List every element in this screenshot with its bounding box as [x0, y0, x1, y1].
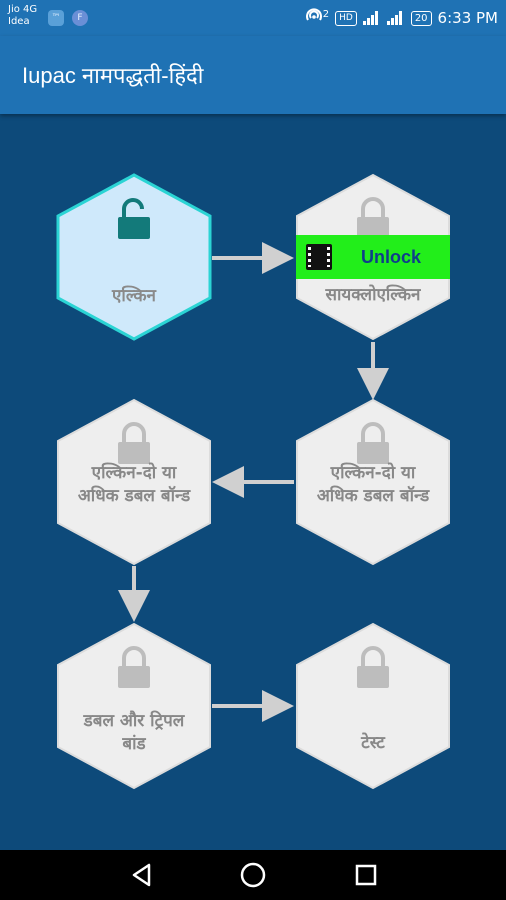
unlock-label: Unlock — [360, 246, 421, 267]
hexagon-locked — [57, 398, 211, 566]
back-icon — [132, 863, 151, 887]
recents-button[interactable] — [336, 850, 396, 900]
level-label: डबल और ट्रिपल बांड — [83, 711, 185, 754]
level-node-alkene[interactable]: एल्किन — [56, 173, 212, 341]
status-bar: Jio 4G Idea ™ F 2 HD 20 6:33 PM — [0, 0, 506, 36]
lock-icon — [357, 422, 389, 464]
level-node-alkene-multi-double-left[interactable]: एल्किन-दो या अधिक डबल बॉन्ड — [56, 398, 212, 566]
battery-icon: 20 — [410, 10, 432, 26]
level-label: टेस्ट — [361, 733, 385, 753]
notification-app-icon: ™ — [48, 10, 64, 26]
level-label: सायक्लोएल्किन — [325, 285, 421, 305]
sim-number: 2 — [322, 8, 330, 20]
level-node-alkene-multi-double-right[interactable]: एल्किन-दो या अधिक डबल बॉन्ड — [295, 398, 451, 566]
level-label: एल्किन-दो या अधिक डबल बॉन्ड — [316, 463, 430, 506]
hotspot-icon — [305, 8, 323, 28]
level-label: एल्किन-दो या अधिक डबल बॉन्ड — [77, 463, 191, 506]
lock-icon — [357, 646, 389, 688]
signal-4g-icon — [362, 11, 381, 25]
hexagon-locked — [57, 622, 211, 790]
hexagon-locked — [296, 622, 450, 790]
back-button[interactable] — [112, 850, 172, 900]
carrier-1: Jio 4G — [8, 4, 38, 15]
home-button[interactable] — [223, 850, 283, 900]
lock-icon — [357, 197, 389, 239]
clock: 6:33 PM — [437, 9, 498, 27]
notification-f-icon: F — [72, 10, 88, 26]
hexagon-active — [56, 173, 212, 341]
signal-2g-icon — [386, 11, 405, 25]
hd-icon: HD — [335, 10, 357, 26]
status-icons: 2 HD 20 6:33 PM — [305, 8, 498, 28]
lock-icon — [118, 646, 150, 688]
carrier-2: Idea — [8, 16, 30, 27]
hexagon-locked — [296, 398, 450, 566]
home-icon — [240, 862, 266, 888]
level-node-test[interactable]: टेस्ट — [295, 622, 451, 790]
level-node-double-triple[interactable]: डबल और ट्रिपल बांड — [56, 622, 212, 790]
open-lock-icon — [118, 198, 150, 239]
carrier-info: Jio 4G Idea — [8, 4, 37, 28]
recents-icon — [355, 864, 377, 886]
unlock-button[interactable]: Unlock — [296, 235, 450, 279]
lock-icon — [118, 422, 150, 464]
app-bar: Iupac नामपद्धती-हिंदी — [0, 36, 506, 114]
navigation-bar — [0, 850, 506, 900]
film-icon — [306, 244, 332, 270]
level-label: एल्किन — [112, 286, 156, 306]
app-title: Iupac नामपद्धती-हिंदी — [22, 63, 204, 88]
